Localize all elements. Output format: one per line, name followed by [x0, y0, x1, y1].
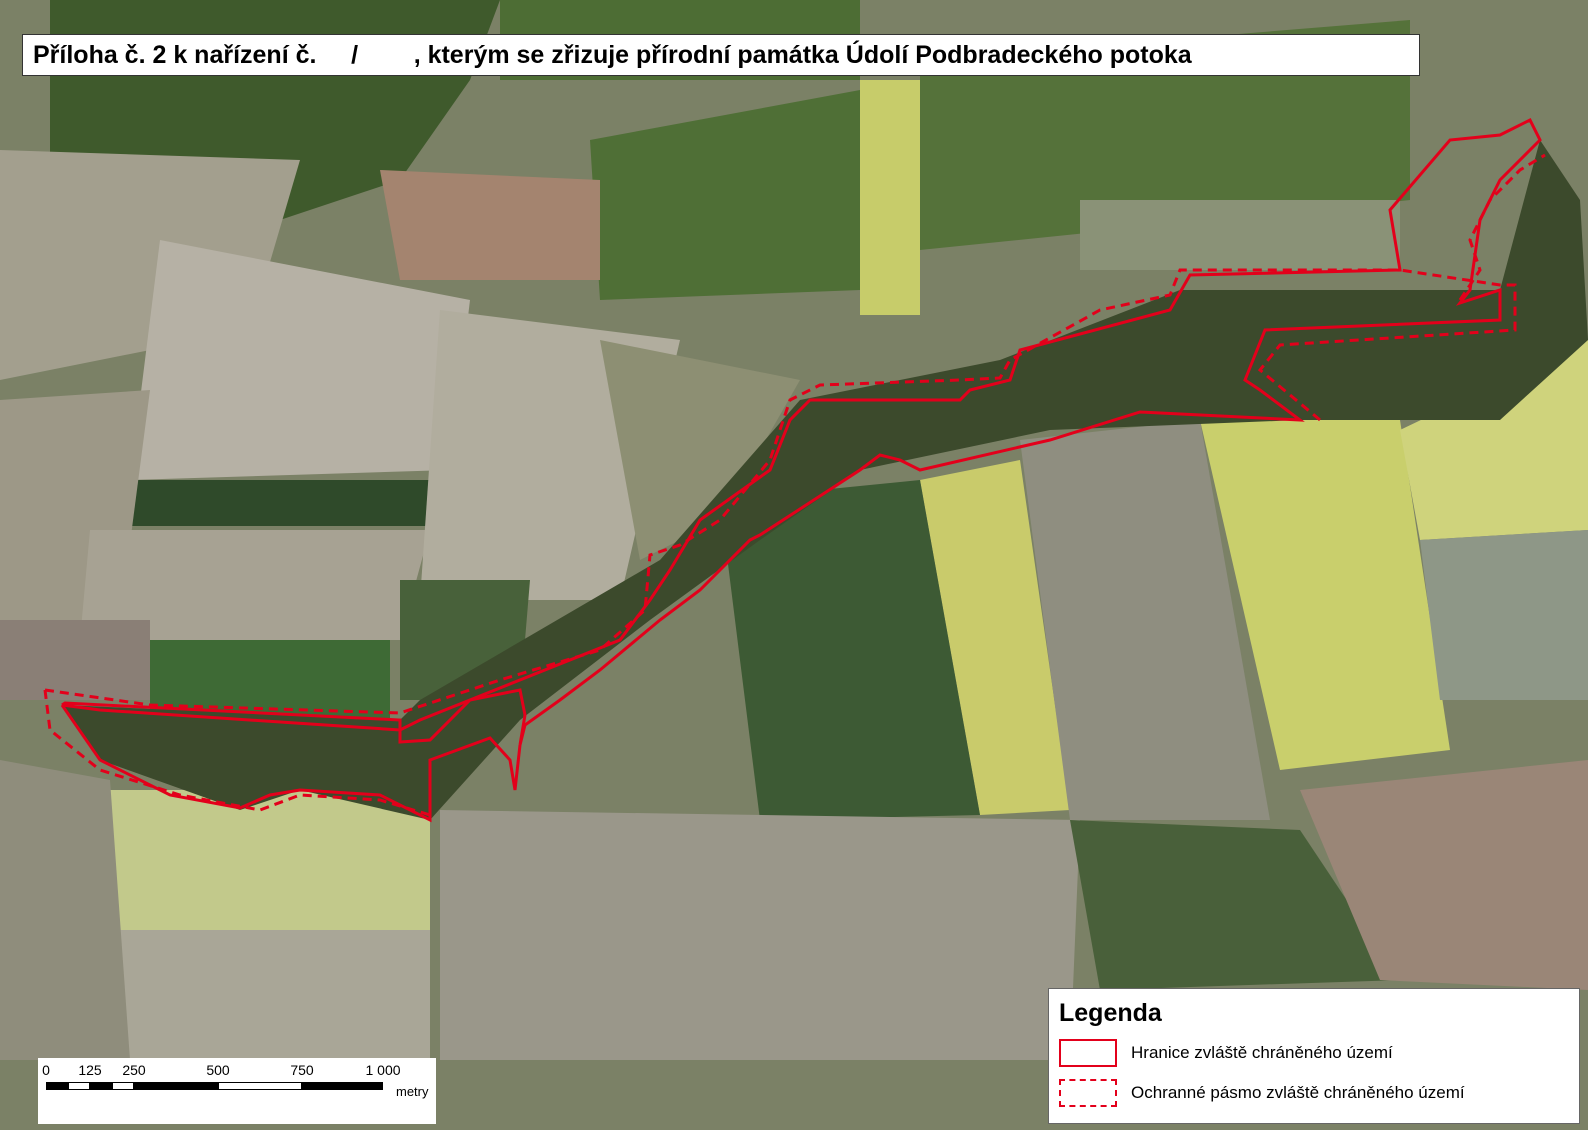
field-bare-far-sw: [0, 760, 130, 1060]
scale-tick-label: 0: [42, 1062, 50, 1078]
scale-segment: [218, 1082, 302, 1090]
field-bare-center-w: [130, 240, 470, 480]
field-bare-far-e: [1420, 530, 1588, 700]
dashed-boundary-swatch-icon: [1059, 1079, 1117, 1107]
protected-area-boundary: [61, 117, 1542, 746]
scale-segment: [90, 1082, 112, 1090]
field-bare-c: [1020, 420, 1270, 820]
field-green-sw: [150, 640, 390, 720]
scale-tick-label: 250: [122, 1062, 146, 1078]
solid-boundary-swatch-icon: [1059, 1039, 1117, 1067]
scale-segment: [302, 1082, 383, 1090]
scale-bar: 0 125 250 500 750 1 000 metry: [38, 1058, 436, 1124]
protected-area-boundary-south: [60, 704, 522, 823]
map-title: Příloha č. 2 k nařízení č. / , kterým se…: [22, 34, 1420, 76]
buffer-zone-boundary-south: [43, 689, 431, 817]
field-bare-s: [115, 930, 430, 1060]
field-yellow-n: [860, 80, 920, 315]
legend-item-label: Hranice zvláště chráněného území: [1131, 1043, 1393, 1062]
legend: Legenda Hranice zvláště chráněného území…: [1048, 988, 1580, 1124]
legend-item-label: Ochranné pásmo zvláště chráněného území: [1131, 1083, 1465, 1102]
field-green-ne: [920, 20, 1410, 250]
legend-item-buffer-zone: Ochranné pásmo zvláště chráněného území: [1059, 1079, 1465, 1107]
meadow-mid: [600, 340, 800, 560]
scale-tick-label: 750: [290, 1062, 314, 1078]
field-dark-strip: [115, 480, 435, 526]
field-meadow-ne: [1080, 200, 1400, 270]
forest-valley: [62, 140, 1588, 820]
scale-tick-label: 1 000: [365, 1062, 401, 1078]
buffer-zone-boundary: [44, 268, 1517, 715]
village-w: [0, 620, 150, 700]
village-n: [380, 170, 600, 280]
scale-segment: [134, 1082, 218, 1090]
legend-item-boundary: Hranice zvláště chráněného území: [1059, 1039, 1393, 1067]
field-yellow-far-e: [1400, 340, 1588, 540]
scale-segment: [46, 1082, 68, 1090]
field-yellow-e: [1200, 420, 1450, 770]
field-yellow-s: [110, 790, 430, 930]
field-dark-c: [720, 480, 980, 820]
scale-segment: [68, 1082, 90, 1090]
scale-tick-label: 500: [206, 1062, 230, 1078]
field-green-n2: [590, 90, 860, 300]
scale-unit: metry: [396, 1084, 429, 1099]
scale-segment: [112, 1082, 134, 1090]
field-bare-sw: [80, 530, 430, 640]
scale-tick-label: 125: [78, 1062, 102, 1078]
field-yellow-c: [920, 460, 1070, 815]
buffer-zone-boundary-ne: [1458, 153, 1546, 301]
village-se: [1300, 760, 1588, 990]
field-green-se: [1070, 820, 1400, 990]
field-bare-se: [440, 810, 1080, 1060]
legend-title: Legenda: [1059, 999, 1162, 1027]
